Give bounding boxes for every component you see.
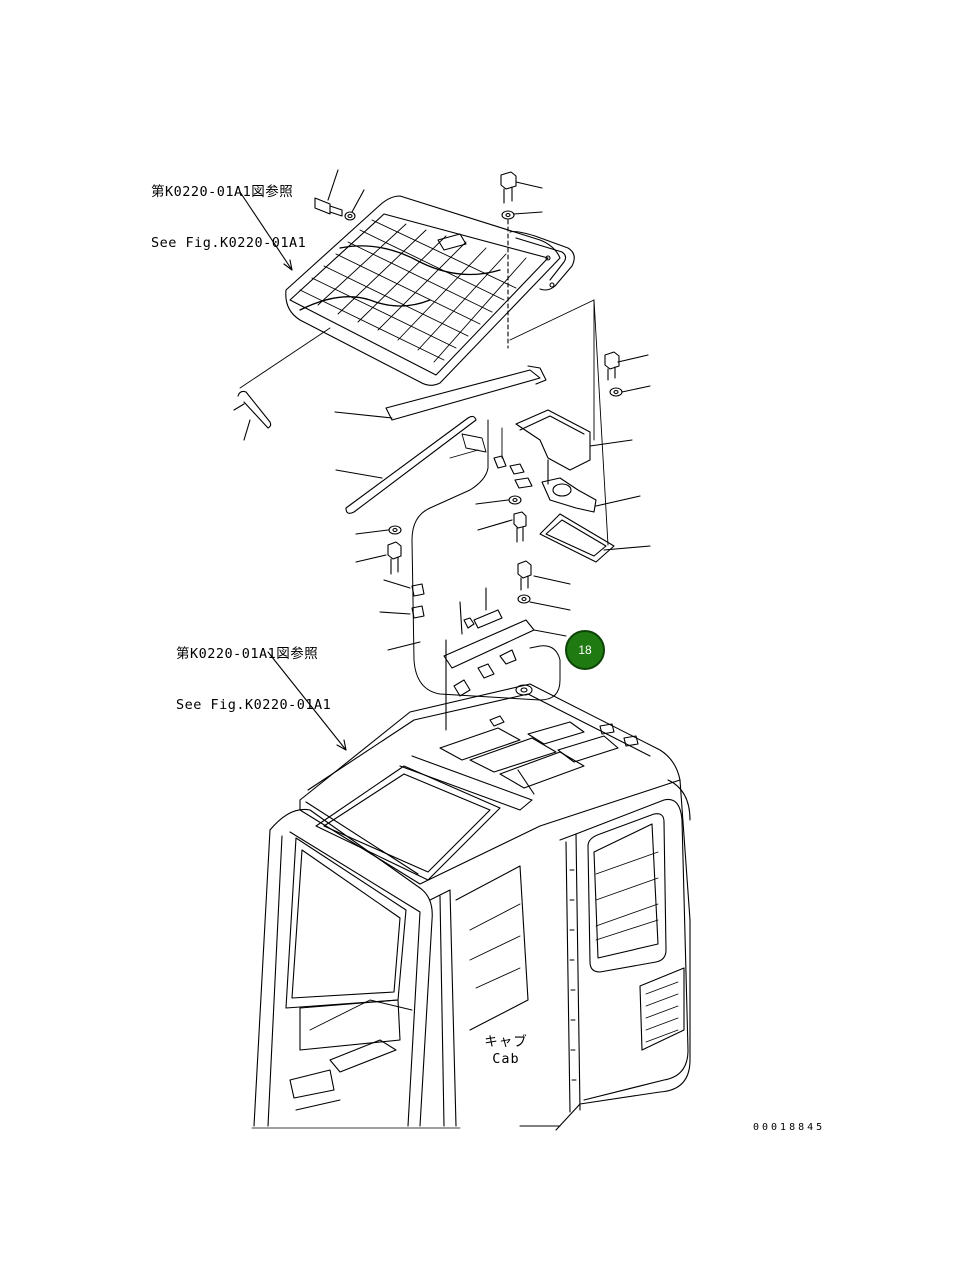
reference-bottom-jp: 第K0220-01A1図参照: [176, 646, 319, 662]
cab-label-jp: キャブ: [484, 1034, 528, 1050]
bolt-left: [314, 169, 365, 221]
seal-strip: [335, 415, 477, 514]
cab-label: キャブ Cab: [476, 1034, 536, 1068]
reference-label-bottom: 第K0220-01A1図参照 See Fig.K0220-01A1: [176, 612, 331, 731]
cab-body: [251, 683, 691, 1131]
stay-bar: [334, 365, 547, 421]
reference-top-jp: 第K0220-01A1図参照: [151, 184, 294, 200]
callout-18[interactable]: 18: [565, 630, 605, 670]
tray: [539, 513, 651, 563]
cab-label-en: Cab: [492, 1051, 520, 1067]
fasteners-center: [355, 495, 571, 651]
document-number: 00018845: [753, 1122, 826, 1133]
bolt-right: [604, 351, 651, 397]
reference-arrow-top: [239, 191, 293, 271]
reference-label-top: 第K0220-01A1図参照 See Fig.K0220-01A1: [151, 150, 306, 269]
wire-harness: [411, 419, 561, 701]
guard-screen: [285, 195, 575, 386]
reference-top-en: See Fig.K0220-01A1: [151, 235, 307, 251]
reference-arrow-bottom: [267, 651, 347, 751]
wiper-motor: [541, 477, 641, 513]
plate-bracket: [443, 619, 567, 731]
bolt-top: [500, 171, 543, 349]
reference-bottom-en: See Fig.K0220-01A1: [176, 697, 332, 713]
hook-rod: [233, 390, 272, 441]
bracket-cover: [515, 409, 633, 485]
